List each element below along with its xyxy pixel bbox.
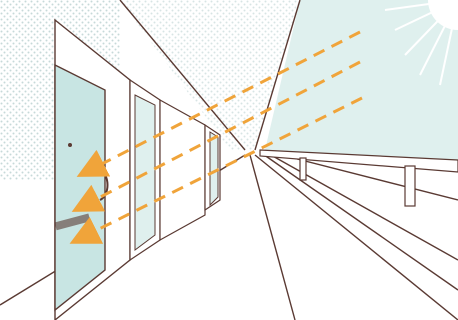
balcony-railing: [260, 150, 458, 206]
sky: [265, 0, 458, 160]
